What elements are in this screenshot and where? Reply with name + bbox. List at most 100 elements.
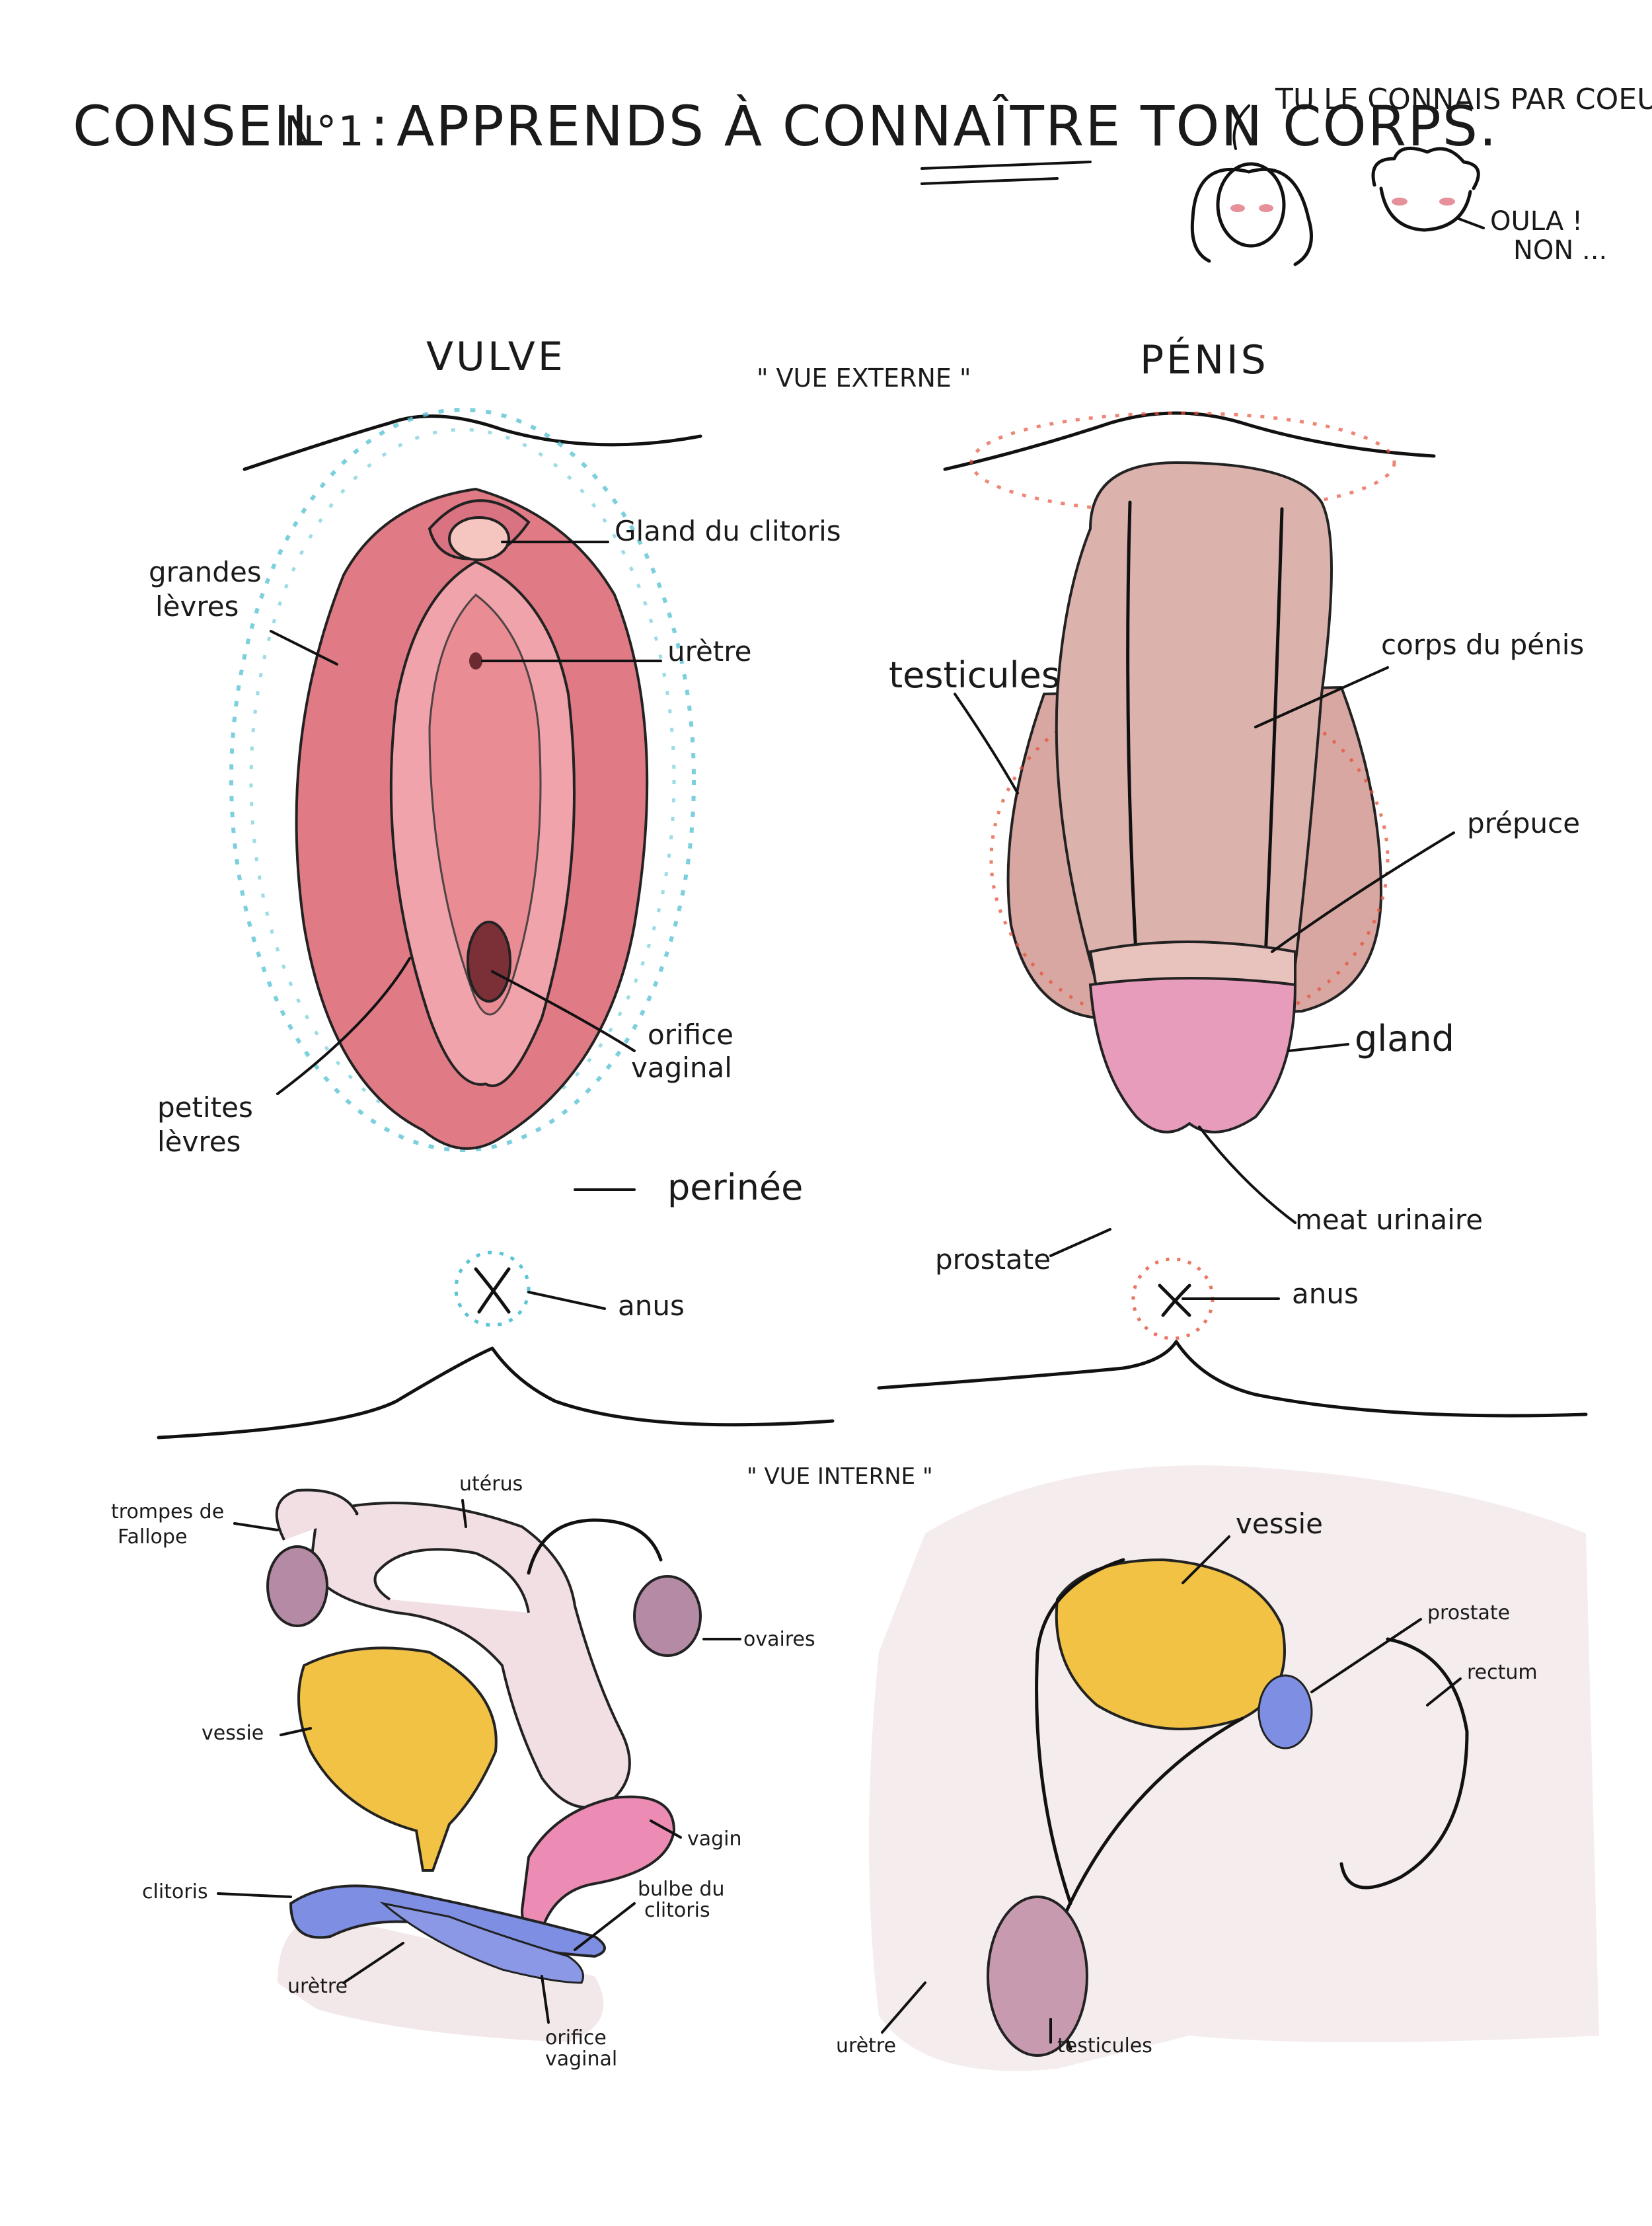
line-testicules xyxy=(954,693,1019,794)
label-vessie-male: vessie xyxy=(1236,1508,1323,1540)
rectum-shape xyxy=(1339,1637,1469,1890)
male-internal-illustration: vessie prostate rectum urètre testicules xyxy=(836,1465,1599,2071)
anus-mark xyxy=(474,1267,511,1314)
label-testicules: testicules xyxy=(889,654,1060,696)
character-long-hair xyxy=(1190,167,1313,266)
line-rectum xyxy=(1426,1677,1462,1707)
label-petites-levres-1: petites xyxy=(157,1091,253,1124)
label-prostate-ext: prostate xyxy=(935,1243,1051,1276)
label-trompes-2: Fallope xyxy=(118,1525,187,1549)
label-orifice-1: orifice xyxy=(648,1018,733,1051)
penis-heading: PÉNIS xyxy=(1140,336,1269,383)
line-meat xyxy=(1198,1126,1296,1224)
title-separator: : xyxy=(370,94,390,159)
line-prostate-int xyxy=(1310,1618,1422,1693)
label-gland-clitoris: Gland du clitoris xyxy=(615,515,841,547)
fallopian-left-tube xyxy=(275,1488,358,1541)
vulva-pubis-line xyxy=(243,414,702,471)
label-uretre: urètre xyxy=(667,635,751,668)
title-underline-2 xyxy=(920,177,1059,185)
corps-penis-shape xyxy=(1055,461,1333,987)
line-trompes xyxy=(233,1522,279,1531)
label-vagin: vagin xyxy=(687,1827,742,1851)
label-vessie-female: vessie xyxy=(202,1722,264,1745)
vessie-female-shape xyxy=(297,1646,498,1872)
line-anus-vulva xyxy=(527,1291,606,1310)
speech-line-answer xyxy=(1456,217,1485,229)
female-internal-illustration: trompes de Fallope utérus ovaires vessie… xyxy=(111,1473,815,2071)
cheek-icon xyxy=(1259,204,1273,212)
label-meat: meat urinaire xyxy=(1295,1204,1483,1236)
line-clitoris xyxy=(217,1892,292,1898)
label-perinee: perinée xyxy=(667,1167,803,1208)
label-anus-penis: anus xyxy=(1292,1278,1359,1310)
speech-question: TU LE CONNAIS PAR COEUR ? xyxy=(1275,83,1652,116)
character-face-1 xyxy=(1216,162,1286,248)
shaft-contour xyxy=(1126,500,1284,967)
line-uretre-female xyxy=(342,1942,404,1984)
label-trompes-1: trompes de xyxy=(111,1500,224,1523)
testicules-internal-shape xyxy=(987,1896,1088,2057)
line-bulbe xyxy=(574,1902,636,1951)
cheek-icon xyxy=(1392,198,1408,206)
speech-line-question xyxy=(1232,104,1250,150)
label-uretre-female: urètre xyxy=(287,1975,348,1998)
penis-pubis-line xyxy=(943,411,1436,471)
vulva-heading: VULVE xyxy=(426,334,566,380)
label-prepuce: prépuce xyxy=(1467,807,1580,839)
label-orifice-internal-2: vaginal xyxy=(545,2048,617,2071)
label-orifice-internal-1: orifice xyxy=(545,2026,607,2050)
prostate-shape xyxy=(1258,1674,1313,1749)
label-uterus: utérus xyxy=(459,1473,523,1496)
ovary-right xyxy=(633,1575,702,1657)
title-text: APPRENDS À CONNAÎTRE TON CORPS. xyxy=(396,94,1498,159)
ovary-left xyxy=(266,1545,328,1627)
character-face-2 xyxy=(1379,186,1472,232)
penis-buttock-line xyxy=(877,1340,1588,1418)
speech-answer-line2: NON ... xyxy=(1513,235,1607,266)
label-rectum: rectum xyxy=(1467,1661,1538,1684)
fallopian-right xyxy=(527,1518,663,1575)
internal-view-label: " VUE INTERNE " xyxy=(747,1463,933,1490)
anus-hair xyxy=(454,1250,531,1327)
label-anus-vulva: anus xyxy=(618,1289,685,1322)
line-petites-levres xyxy=(276,957,411,1095)
cheek-icon xyxy=(1230,204,1245,212)
uterus-cavity xyxy=(373,1548,530,1613)
label-orifice-2: vaginal xyxy=(631,1052,732,1084)
cheek-icon xyxy=(1439,198,1455,206)
label-clitoris: clitoris xyxy=(142,1880,208,1903)
penis-illustration: testicules corps du pénis prépuce gland … xyxy=(877,411,1588,1418)
line-vessie-female xyxy=(280,1727,312,1736)
page-title: CONSEIL N°1 : APPRENDS À CONNAÎTRE TON C… xyxy=(73,94,1498,185)
title-prefix: CONSEIL xyxy=(73,94,324,159)
label-grandes-levres-1: grandes xyxy=(149,556,262,588)
male-body-shading xyxy=(869,1465,1599,2071)
vulva-illustration: Gland du clitoris grandes lèvres urètre … xyxy=(149,408,841,1439)
label-corps: corps du pénis xyxy=(1381,629,1584,661)
label-bulbe-2: clitoris xyxy=(644,1899,710,1922)
line-uretre-male xyxy=(881,1981,926,2034)
label-ovaires: ovaires xyxy=(743,1628,815,1651)
label-gland: gland xyxy=(1355,1018,1454,1059)
line-orifice-internal xyxy=(541,1975,550,2024)
line-vagin xyxy=(650,1820,682,1839)
label-bulbe-1: bulbe du xyxy=(638,1878,724,1901)
female-base-shading xyxy=(278,1917,604,2042)
label-prostate-int: prostate xyxy=(1427,1601,1510,1625)
vulva-vestibule xyxy=(428,594,542,1016)
uretre-point xyxy=(469,652,482,670)
speech-characters: TU LE CONNAIS PAR COEUR ? OULA ! NON ... xyxy=(1190,83,1652,266)
vulva-hair xyxy=(229,408,696,1152)
bulbe-shape xyxy=(379,1901,584,1984)
orifice-vaginal-shape xyxy=(467,921,511,1003)
speech-answer-line1: OULA ! xyxy=(1490,206,1583,237)
line-prepuce xyxy=(1271,831,1455,953)
label-grandes-levres-2: lèvres xyxy=(155,590,239,623)
line-uterus xyxy=(461,1499,467,1528)
title-number: N°1 xyxy=(284,107,365,155)
line-corps xyxy=(1254,666,1389,728)
external-view-label: " VUE EXTERNE " xyxy=(757,364,971,393)
gland-clitoris-shape xyxy=(448,516,510,561)
